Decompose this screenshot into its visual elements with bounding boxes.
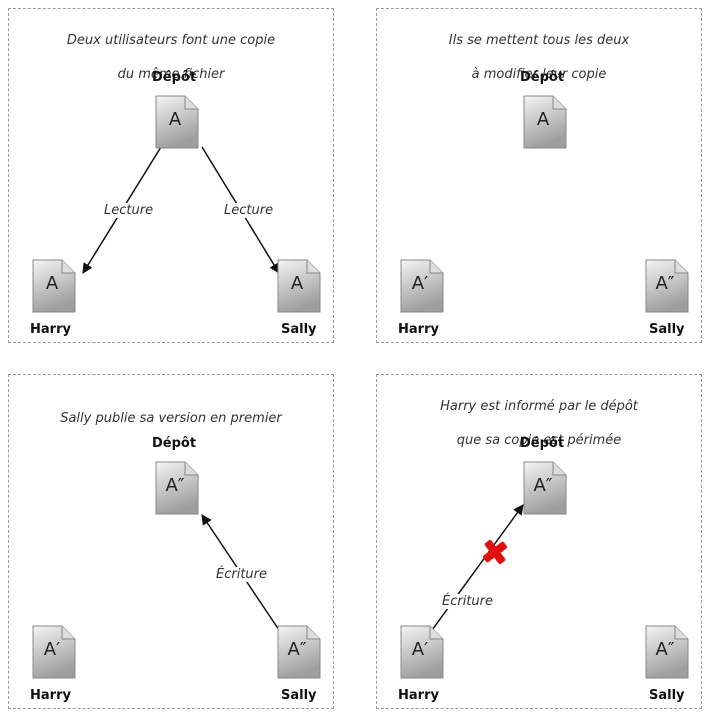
write-label: Écriture bbox=[440, 594, 495, 609]
panel-harry-rejected: Harry est informé par le dépôt que sa co… bbox=[376, 374, 702, 709]
harry-file-icon: A′ bbox=[400, 625, 444, 679]
file-version: A′ bbox=[43, 639, 61, 660]
file-version: A bbox=[45, 273, 59, 294]
caption-line: du même fichier bbox=[117, 67, 225, 82]
file-version: A′ bbox=[411, 273, 429, 294]
panel-caption: Harry est informé par le dépôt que sa co… bbox=[377, 381, 701, 466]
repository-label: Dépôt bbox=[520, 436, 565, 451]
harry-file-icon: A′ bbox=[400, 259, 444, 313]
sally-label: Sally bbox=[281, 688, 317, 703]
harry-file-icon: A′ bbox=[32, 625, 76, 679]
caption-line: que sa copie est périmée bbox=[456, 433, 622, 448]
sally-label: Sally bbox=[281, 322, 317, 337]
sally-file-icon: A″ bbox=[277, 625, 321, 679]
panel-caption: Ils se mettent tous les deux à modifier … bbox=[377, 15, 701, 100]
panel-checkout: Deux utilisateurs font une copie du même… bbox=[8, 8, 334, 343]
file-version: A″ bbox=[655, 273, 675, 294]
repository-file-icon: A bbox=[155, 95, 199, 149]
caption-line: à modifier leur copie bbox=[471, 67, 607, 82]
harry-label: Harry bbox=[30, 322, 71, 337]
caption-line: Deux utilisateurs font une copie bbox=[66, 33, 276, 48]
caption-line: Harry est informé par le dépôt bbox=[440, 399, 638, 414]
file-version: A bbox=[290, 273, 304, 294]
file-version: A′ bbox=[411, 639, 429, 660]
harry-label: Harry bbox=[398, 688, 439, 703]
file-version: A″ bbox=[165, 475, 185, 496]
repository-label: Dépôt bbox=[520, 70, 565, 85]
write-arrow-harry bbox=[426, 504, 524, 638]
file-version: A″ bbox=[655, 639, 675, 660]
repository-label: Dépôt bbox=[152, 70, 197, 85]
sally-file-icon: A bbox=[277, 259, 321, 313]
file-version: A bbox=[168, 109, 182, 130]
repository-file-icon: A bbox=[523, 95, 567, 149]
harry-label: Harry bbox=[30, 688, 71, 703]
file-version: A″ bbox=[533, 475, 553, 496]
repository-file-icon: A″ bbox=[155, 461, 199, 515]
caption-line: Ils se mettent tous les deux bbox=[448, 33, 630, 48]
repository-label: Dépôt bbox=[152, 436, 197, 451]
harry-label: Harry bbox=[398, 322, 439, 337]
file-version: A″ bbox=[287, 639, 307, 660]
panel-sally-commit: Sally publie sa version en premier Dépôt… bbox=[8, 374, 334, 709]
caption-line: Sally publie sa version en premier bbox=[60, 411, 282, 426]
sally-label: Sally bbox=[649, 688, 685, 703]
read-label-right: Lecture bbox=[222, 203, 276, 218]
sally-file-icon: A″ bbox=[645, 625, 689, 679]
repository-file-icon: A″ bbox=[523, 461, 567, 515]
reject-x-icon bbox=[483, 540, 507, 564]
file-version: A bbox=[536, 109, 550, 130]
sally-label: Sally bbox=[649, 322, 685, 337]
panel-caption: Sally publie sa version en premier bbox=[9, 393, 333, 444]
connections bbox=[426, 504, 524, 638]
read-label-left: Lecture bbox=[102, 203, 156, 218]
sally-file-icon: A″ bbox=[645, 259, 689, 313]
panel-caption: Deux utilisateurs font une copie du même… bbox=[9, 15, 333, 100]
panel-modify: Ils se mettent tous les deux à modifier … bbox=[376, 8, 702, 343]
harry-file-icon: A bbox=[32, 259, 76, 313]
write-label: Écriture bbox=[214, 567, 269, 582]
